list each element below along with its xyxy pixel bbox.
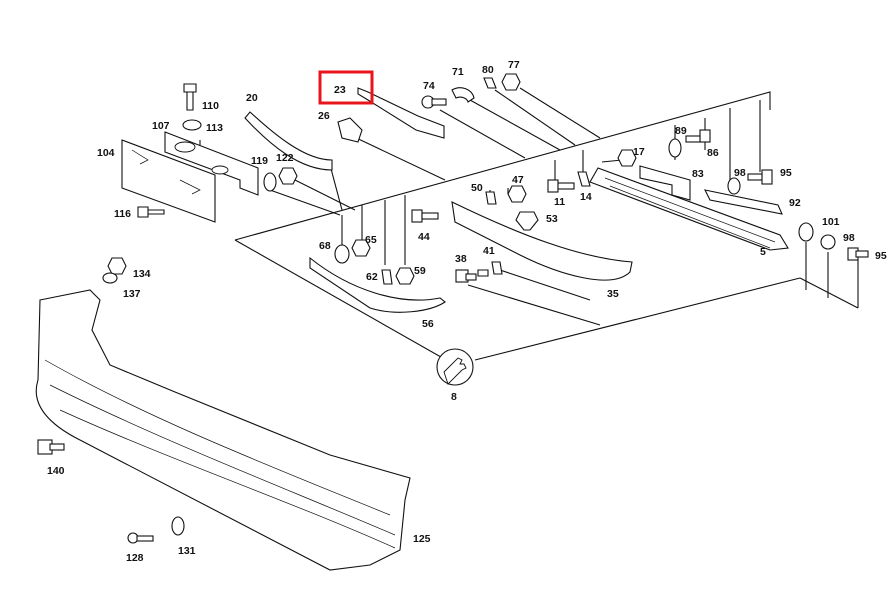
nut-65-icon	[351, 239, 371, 257]
callout-95-b: 95	[875, 250, 887, 262]
washer-113-icon	[182, 119, 202, 131]
callout-83: 83	[692, 168, 704, 180]
callout-134: 134	[133, 268, 151, 280]
callout-35: 35	[607, 288, 619, 300]
callout-113: 113	[206, 122, 223, 134]
nut-47-icon	[507, 185, 527, 203]
callout-107: 107	[152, 120, 170, 132]
clip-14-icon	[577, 171, 591, 187]
callout-137: 137	[123, 288, 141, 300]
bumper-cover-125-icon	[35, 289, 411, 571]
clip-62-icon	[381, 269, 393, 285]
washer-68-icon	[334, 244, 350, 264]
callout-5: 5	[760, 246, 766, 258]
washer-101-icon	[798, 222, 814, 242]
bracket-83-icon	[639, 165, 691, 201]
callout-8: 8	[451, 391, 457, 403]
callout-23: 23	[334, 84, 346, 96]
bolt-38-icon	[455, 269, 477, 283]
washer-131-icon	[171, 516, 185, 536]
callout-71: 71	[452, 66, 464, 78]
strip-35-icon	[451, 201, 633, 281]
callout-116: 116	[114, 208, 131, 220]
callout-labels: 110 107 113 104 116 20 23 26 74 71 80 77…	[47, 59, 887, 564]
bracket-5-icon	[589, 167, 789, 251]
callout-122: 122	[276, 152, 294, 164]
bolt-116-icon	[137, 206, 165, 218]
bolt-110-icon	[183, 83, 197, 111]
callout-11: 11	[554, 196, 565, 208]
callout-68: 68	[319, 240, 331, 252]
strip-23-icon	[357, 87, 445, 139]
strip-20-icon	[244, 111, 333, 171]
callout-56: 56	[422, 318, 434, 330]
callout-77: 77	[508, 59, 520, 71]
clip-50-icon	[485, 191, 497, 205]
callout-89: 89	[675, 125, 687, 137]
highlight-box	[318, 70, 374, 105]
callout-38: 38	[455, 253, 467, 265]
callout-26: 26	[318, 110, 330, 122]
callout-80: 80	[482, 64, 494, 76]
strip-92-icon	[704, 189, 783, 215]
clip-71-icon	[451, 87, 475, 103]
callout-140: 140	[47, 465, 65, 477]
callout-98-b: 98	[843, 232, 855, 244]
bolt-140-icon	[37, 439, 65, 455]
license-plate-bracket	[121, 131, 259, 223]
callout-131: 131	[178, 545, 196, 557]
bolt-95b-icon	[847, 247, 869, 261]
bolt-95a-icon	[747, 169, 773, 185]
callout-47: 47	[512, 174, 524, 186]
nut-17-icon	[617, 149, 637, 167]
nut-122-icon	[278, 167, 298, 185]
callout-17: 17	[633, 146, 645, 158]
callout-59: 59	[414, 265, 426, 277]
callout-110: 110	[202, 100, 219, 112]
callout-125: 125	[413, 533, 431, 545]
callout-98-a: 98	[734, 167, 746, 179]
leader-lines	[199, 87, 859, 366]
callout-50: 50	[471, 182, 483, 194]
nut-98b-icon	[820, 234, 836, 250]
callout-14: 14	[580, 191, 592, 203]
washer-89-icon	[668, 138, 682, 158]
callout-74: 74	[423, 80, 435, 92]
callout-65: 65	[365, 234, 377, 246]
strip-56-icon	[309, 256, 446, 313]
callout-119: 119	[251, 155, 268, 167]
callout-104: 104	[97, 147, 115, 159]
callout-62: 62	[366, 271, 378, 283]
spacer-80-icon	[483, 77, 497, 89]
bolt-44-icon	[411, 209, 439, 223]
bolt-11-icon	[547, 179, 575, 193]
callout-41: 41	[483, 245, 495, 257]
screw-41-icon	[477, 261, 503, 277]
callout-53: 53	[546, 213, 558, 225]
clip-26-icon	[337, 117, 363, 143]
callout-92: 92	[789, 197, 801, 209]
washer-137-icon	[102, 272, 118, 284]
callout-101: 101	[822, 216, 840, 228]
callout-20: 20	[246, 92, 258, 104]
nut-59-icon	[395, 267, 415, 285]
callout-86: 86	[707, 147, 719, 159]
washer-98a-icon	[727, 177, 741, 195]
screw-128-icon	[127, 532, 154, 544]
bolt-86-icon	[685, 129, 711, 143]
clip-53-icon	[515, 211, 539, 231]
wrench-icon	[436, 348, 474, 386]
callout-128: 128	[126, 552, 144, 564]
callout-95-a: 95	[780, 167, 792, 179]
nut-77-icon	[501, 73, 521, 91]
bolt-74-icon	[421, 95, 447, 109]
callout-44: 44	[418, 231, 430, 243]
washer-119-icon	[263, 172, 277, 192]
nut-134-icon	[107, 257, 127, 275]
